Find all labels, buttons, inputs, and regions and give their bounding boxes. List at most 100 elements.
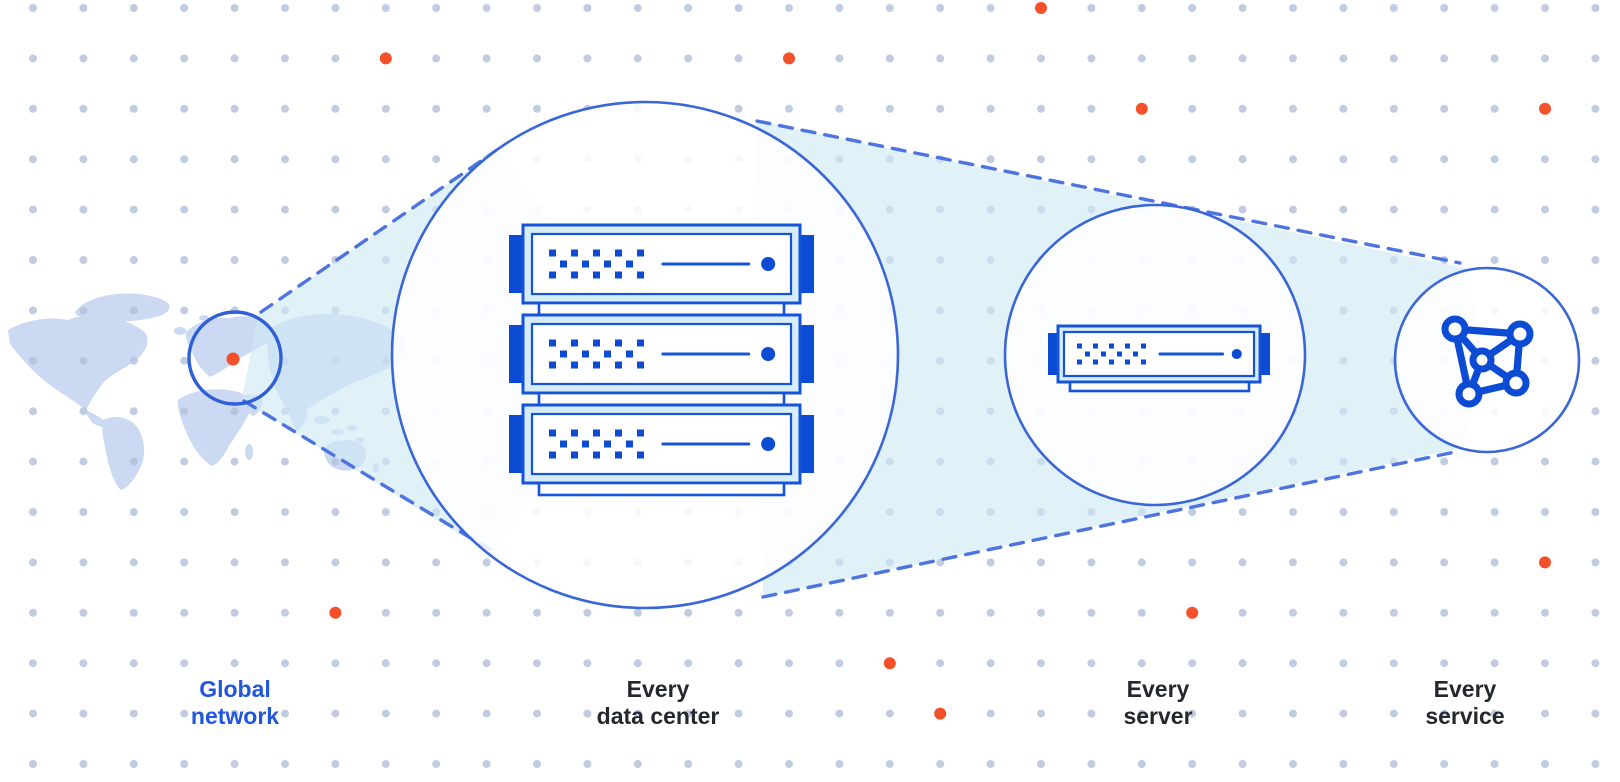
server-base xyxy=(537,301,786,317)
grid-dot xyxy=(684,54,693,63)
grid-dot xyxy=(533,659,541,668)
grid-dot xyxy=(1339,760,1348,768)
grid-dot xyxy=(331,659,340,668)
grid-dot xyxy=(684,608,693,617)
grid-dot xyxy=(29,558,37,567)
grid-dot xyxy=(281,709,289,718)
grid-dot xyxy=(281,659,289,668)
grid-dot xyxy=(79,4,88,12)
accent-dot xyxy=(883,657,896,670)
grid-dot xyxy=(684,4,693,12)
grid-dot xyxy=(129,306,138,315)
grid-dot xyxy=(331,104,340,113)
grid-dot xyxy=(1389,508,1398,516)
grid-dot xyxy=(432,558,441,567)
vent-dot xyxy=(593,429,600,437)
vent-dot xyxy=(593,249,600,257)
vent-dot xyxy=(1117,351,1122,357)
vent-dot xyxy=(1109,359,1114,365)
accent-dot xyxy=(934,707,947,720)
grid-dot xyxy=(785,659,793,668)
vent-dot xyxy=(1109,343,1114,349)
grid-dot xyxy=(1137,4,1146,12)
grid-dot xyxy=(331,155,340,164)
grid-dot xyxy=(1490,54,1499,63)
grid-dot xyxy=(1591,54,1600,63)
grid-dot xyxy=(936,104,945,113)
vent-dot xyxy=(637,249,644,257)
grid-dot xyxy=(583,659,592,668)
vent-dot xyxy=(593,271,600,279)
grid-dot xyxy=(1541,709,1549,718)
grid-dot xyxy=(1188,155,1197,164)
vent-dot xyxy=(1125,359,1130,365)
grid-dot xyxy=(230,256,239,264)
grid-dot xyxy=(281,205,289,214)
grid-dot xyxy=(734,54,743,63)
grid-dot xyxy=(230,457,239,466)
grid-dot xyxy=(230,508,239,516)
accent-dot xyxy=(1135,102,1148,115)
grid-dot xyxy=(1490,104,1499,113)
grid-dot xyxy=(1339,54,1348,63)
grid-dot xyxy=(432,760,441,768)
grid-dot xyxy=(281,558,289,567)
grid-dot xyxy=(1490,558,1499,567)
grid-dot xyxy=(281,104,289,113)
vent-dot xyxy=(593,339,600,347)
grid-dot xyxy=(835,4,844,12)
grid-dot xyxy=(986,54,995,63)
accent-dot xyxy=(783,52,795,65)
server-base xyxy=(537,391,786,407)
grid-dot xyxy=(1440,709,1449,718)
grid-dot xyxy=(533,760,541,768)
grid-dot xyxy=(1339,508,1348,516)
grid-dot xyxy=(986,608,995,617)
grid-dot xyxy=(885,104,894,113)
grid-dot xyxy=(1541,54,1549,63)
vent-dot xyxy=(549,429,556,437)
grid-dot xyxy=(180,407,189,416)
grid-dot xyxy=(785,608,793,617)
grid-dot xyxy=(533,709,541,718)
grid-dot xyxy=(1238,659,1247,668)
grid-dot xyxy=(1037,558,1045,567)
grid-dot xyxy=(381,104,390,113)
grid-dot xyxy=(785,4,793,12)
vent-dot xyxy=(637,361,644,369)
vent-dot xyxy=(549,249,556,257)
accent-dot xyxy=(1539,556,1551,569)
grid-dot xyxy=(1490,205,1499,214)
grid-dot xyxy=(1591,4,1600,12)
vent-dot xyxy=(1141,359,1146,365)
server-led xyxy=(761,347,776,361)
grid-dot xyxy=(885,608,894,617)
grid-dot xyxy=(29,760,37,768)
grid-dot xyxy=(180,54,189,63)
grid-dot xyxy=(633,659,642,668)
grid-dot xyxy=(79,558,88,567)
grid-dot xyxy=(1289,54,1297,63)
grid-dot xyxy=(1188,709,1197,718)
label-line: data center xyxy=(596,703,720,729)
grid-dot xyxy=(1037,155,1045,164)
grid-dot xyxy=(29,407,37,416)
grid-dot xyxy=(79,205,88,214)
grid-dot xyxy=(129,205,138,214)
grid-dot xyxy=(432,104,441,113)
grid-dot xyxy=(29,205,37,214)
vent-dot xyxy=(549,361,556,369)
grid-dot xyxy=(986,760,995,768)
grid-dot xyxy=(1137,558,1146,567)
grid-dot xyxy=(1541,760,1549,768)
vent-dot xyxy=(637,429,644,437)
grid-dot xyxy=(1339,659,1348,668)
vent-dot xyxy=(1077,343,1082,349)
grid-dot xyxy=(1490,608,1499,617)
grid-dot xyxy=(129,760,138,768)
vent-dot xyxy=(571,249,578,257)
grid-dot xyxy=(1440,457,1449,466)
server-led xyxy=(761,257,776,271)
